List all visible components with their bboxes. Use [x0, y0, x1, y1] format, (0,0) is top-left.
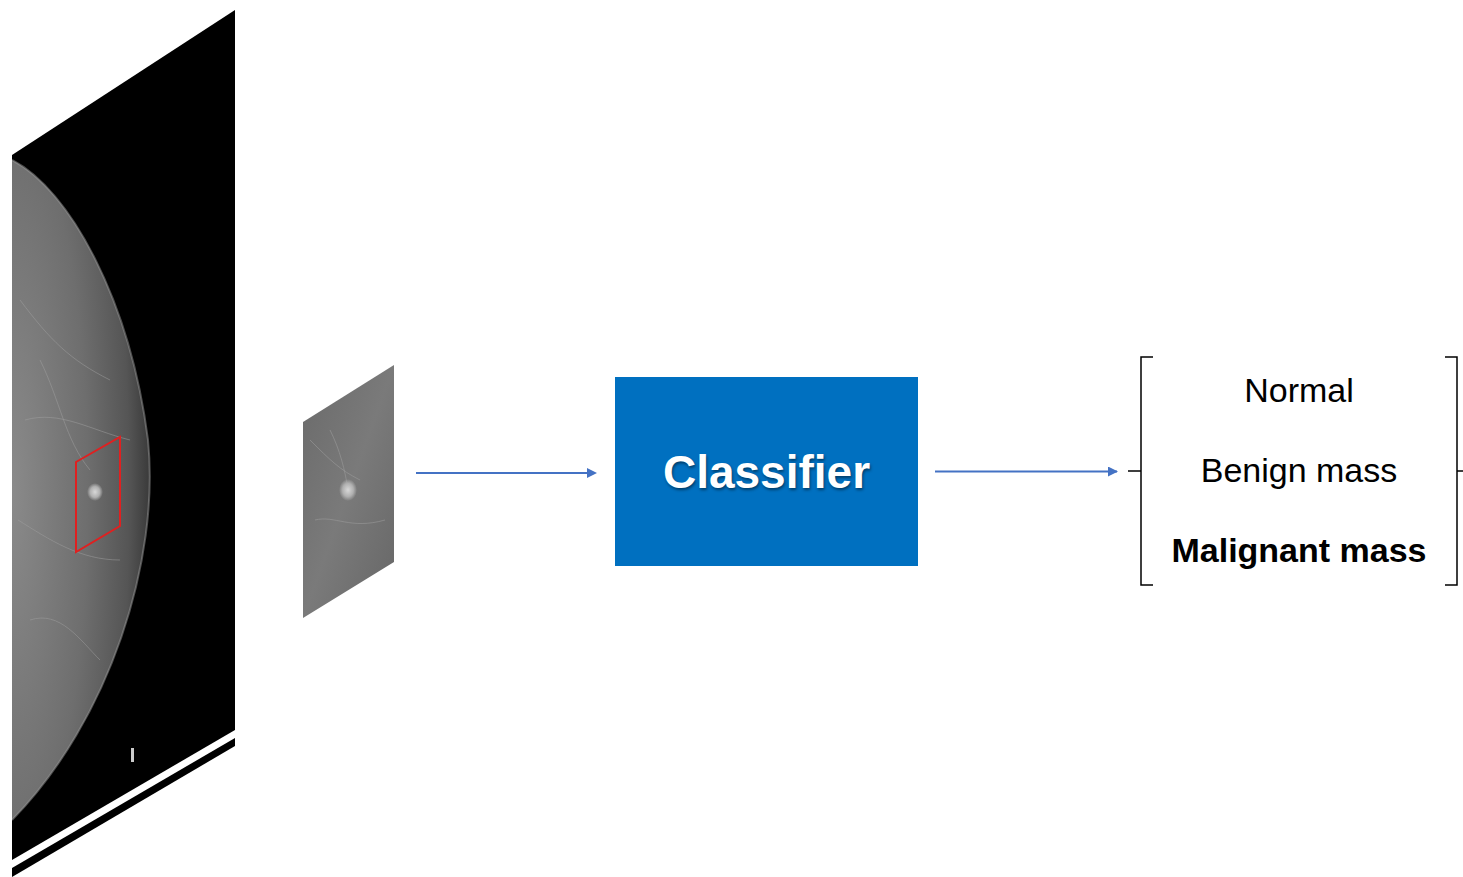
- right-bracket: [1445, 357, 1463, 585]
- skin-line: [12, 160, 150, 820]
- lesion-spot: [87, 483, 103, 501]
- classifier-box: Classifier: [615, 377, 918, 566]
- film-edge: [12, 738, 235, 877]
- mammogram-film: [12, 10, 235, 860]
- output-list: NormalBenign massMalignant mass: [1141, 350, 1457, 590]
- output-arrow: [935, 471, 1117, 473]
- input-arrow: [416, 472, 589, 474]
- class-label: Normal: [1244, 350, 1354, 430]
- roi-patch: [303, 365, 394, 618]
- class-label: Benign mass: [1201, 430, 1398, 510]
- breast-tissue: [12, 160, 150, 820]
- patch-lesion: [339, 479, 357, 501]
- node-title: Classifier: [663, 445, 870, 499]
- left-bracket: [1128, 357, 1153, 585]
- class-label: Malignant mass: [1171, 510, 1426, 590]
- tissue-strands: [18, 300, 130, 660]
- breast-group: [12, 160, 150, 820]
- roi-box: [76, 437, 120, 552]
- film-mark: [131, 748, 134, 762]
- patch-strands: [310, 430, 385, 524]
- arrow-head: [587, 468, 597, 478]
